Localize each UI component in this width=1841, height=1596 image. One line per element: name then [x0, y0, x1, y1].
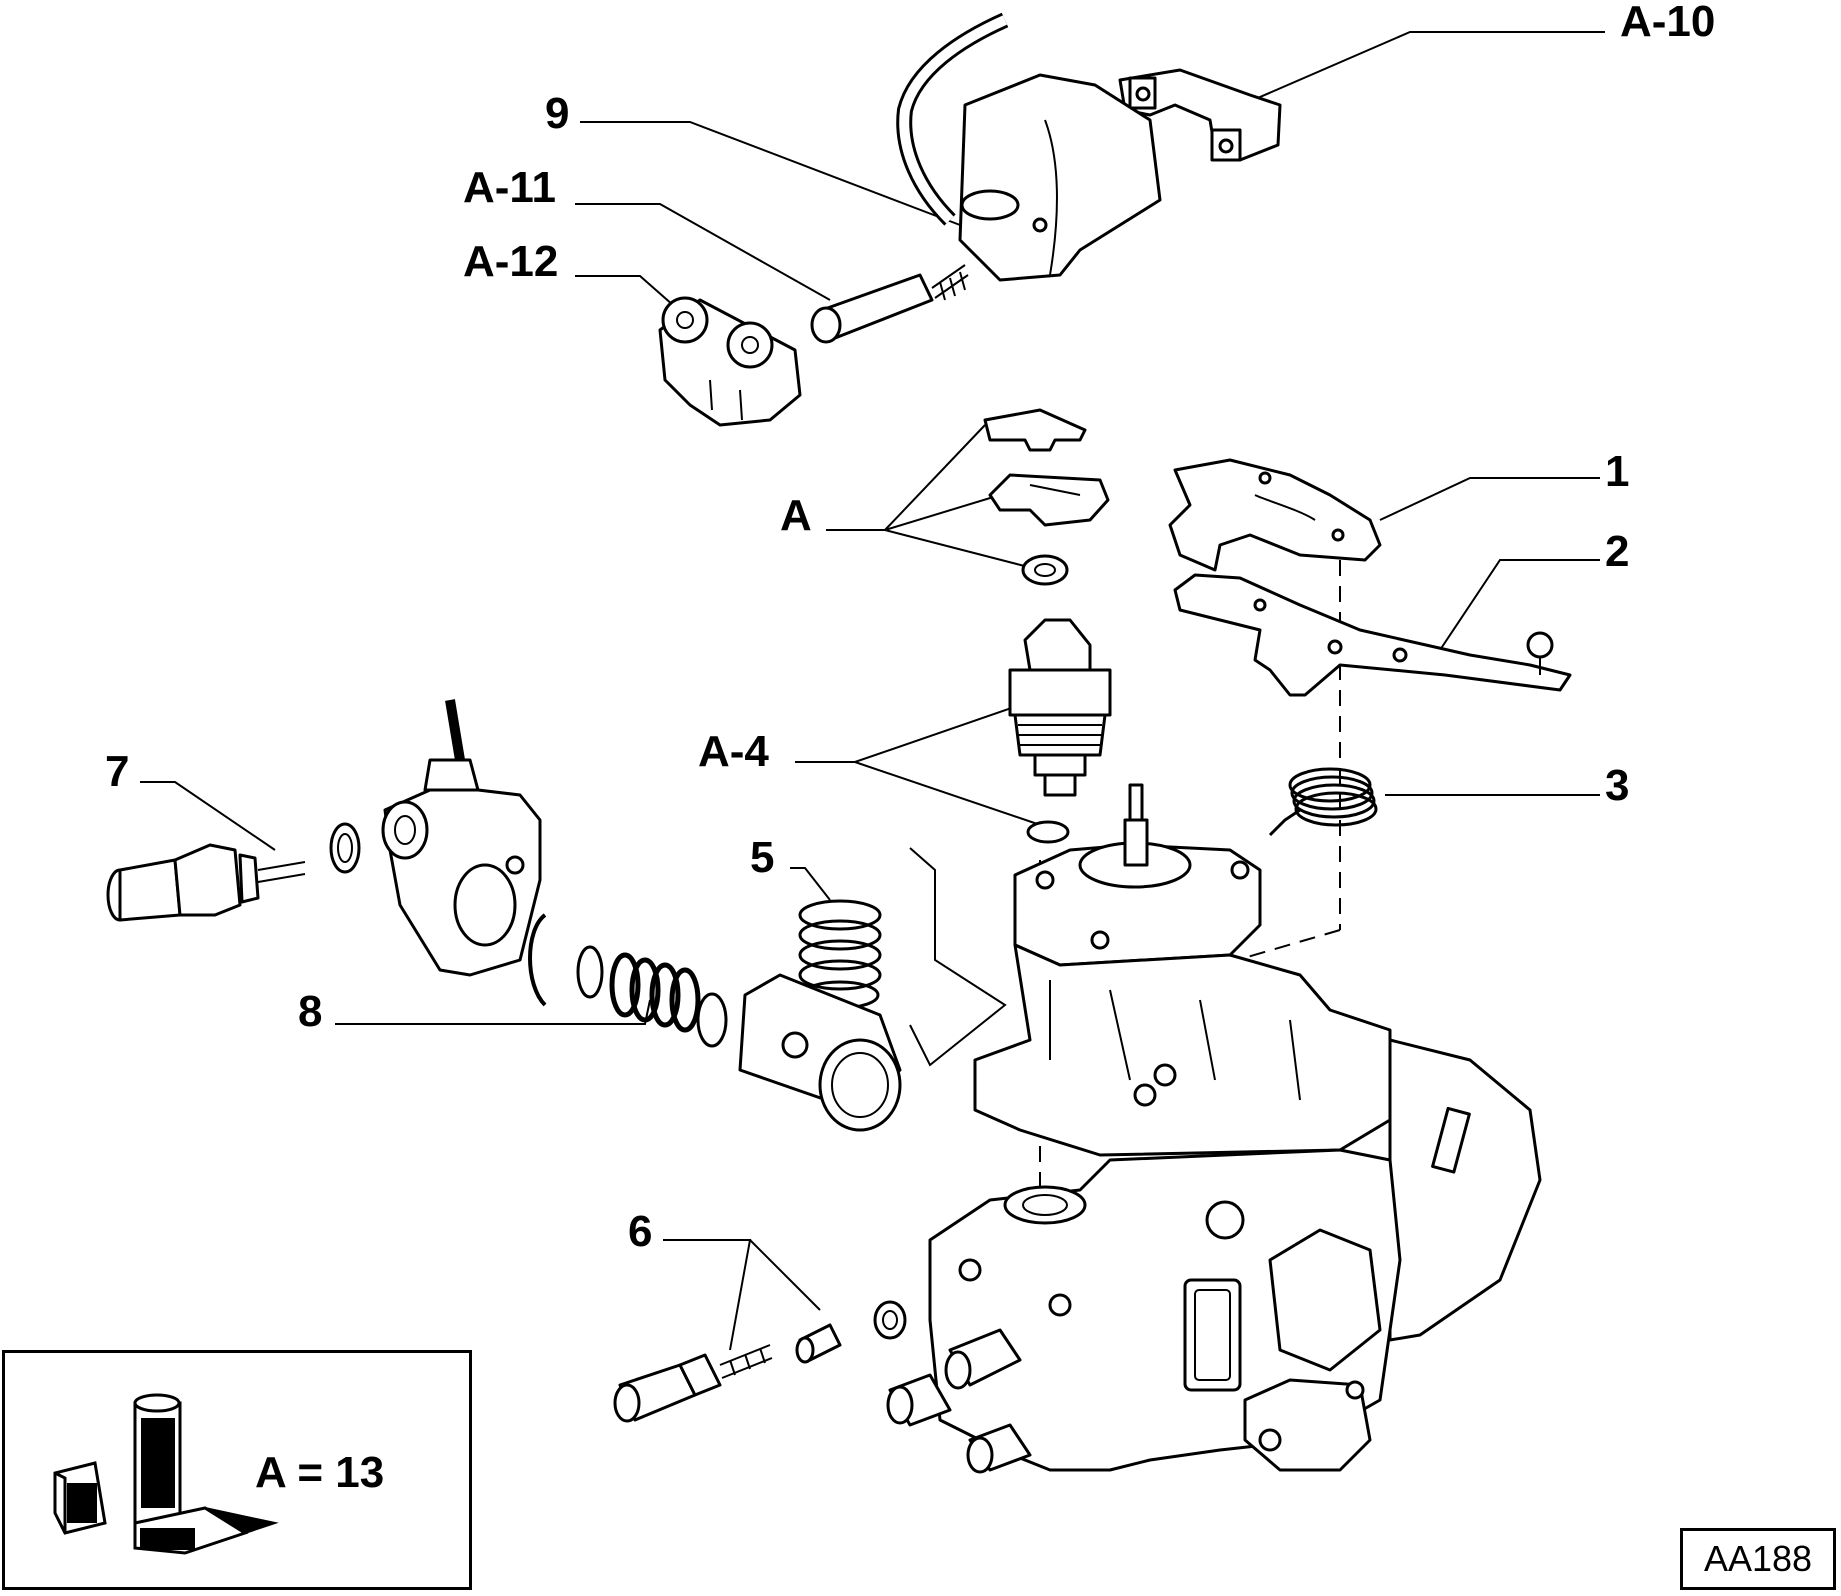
drawing-code-label: AA188 [1680, 1528, 1836, 1590]
callout-6: 6 [628, 1207, 652, 1256]
part-7-housing [381, 699, 542, 977]
legend-box: A = 13 [2, 1350, 472, 1590]
part-1-plate [1168, 458, 1382, 572]
callout-3: 3 [1605, 761, 1629, 810]
part-6-screws [613, 1300, 907, 1423]
callout-2: 2 [1605, 527, 1629, 576]
callout-5: 5 [750, 833, 774, 882]
callout-1: 1 [1605, 447, 1629, 496]
callout-a12: A-12 [463, 237, 558, 286]
part-a-shims-and-nut [983, 408, 1110, 586]
part-5-spring [798, 899, 882, 1010]
part-a11-pin [810, 264, 969, 344]
leader-lines [140, 31, 1605, 1351]
part-9-stop-solenoid [896, 12, 1162, 282]
legend-text: A = 13 [255, 1448, 385, 1497]
part-2-lever [1173, 573, 1572, 697]
part-3-spring [1268, 767, 1378, 837]
callout-8: 8 [298, 987, 322, 1036]
part-7-sensor [106, 822, 361, 922]
callout-a4: A-4 [698, 727, 769, 776]
part-a12-rollers [658, 296, 802, 427]
part-a10-bracket [1118, 68, 1282, 162]
sealant-tube-and-boxes-icon [53, 1393, 279, 1555]
callout-9: 9 [545, 89, 569, 138]
callout-7: 7 [105, 747, 129, 796]
part-a4-valve [1008, 618, 1112, 844]
callout-a10: A-10 [1620, 0, 1715, 46]
callout-a11: A-11 [463, 163, 556, 212]
part-8-piston-assembly [528, 913, 902, 1132]
callout-a: A [780, 491, 812, 540]
injection-pump-body [886, 783, 1542, 1474]
